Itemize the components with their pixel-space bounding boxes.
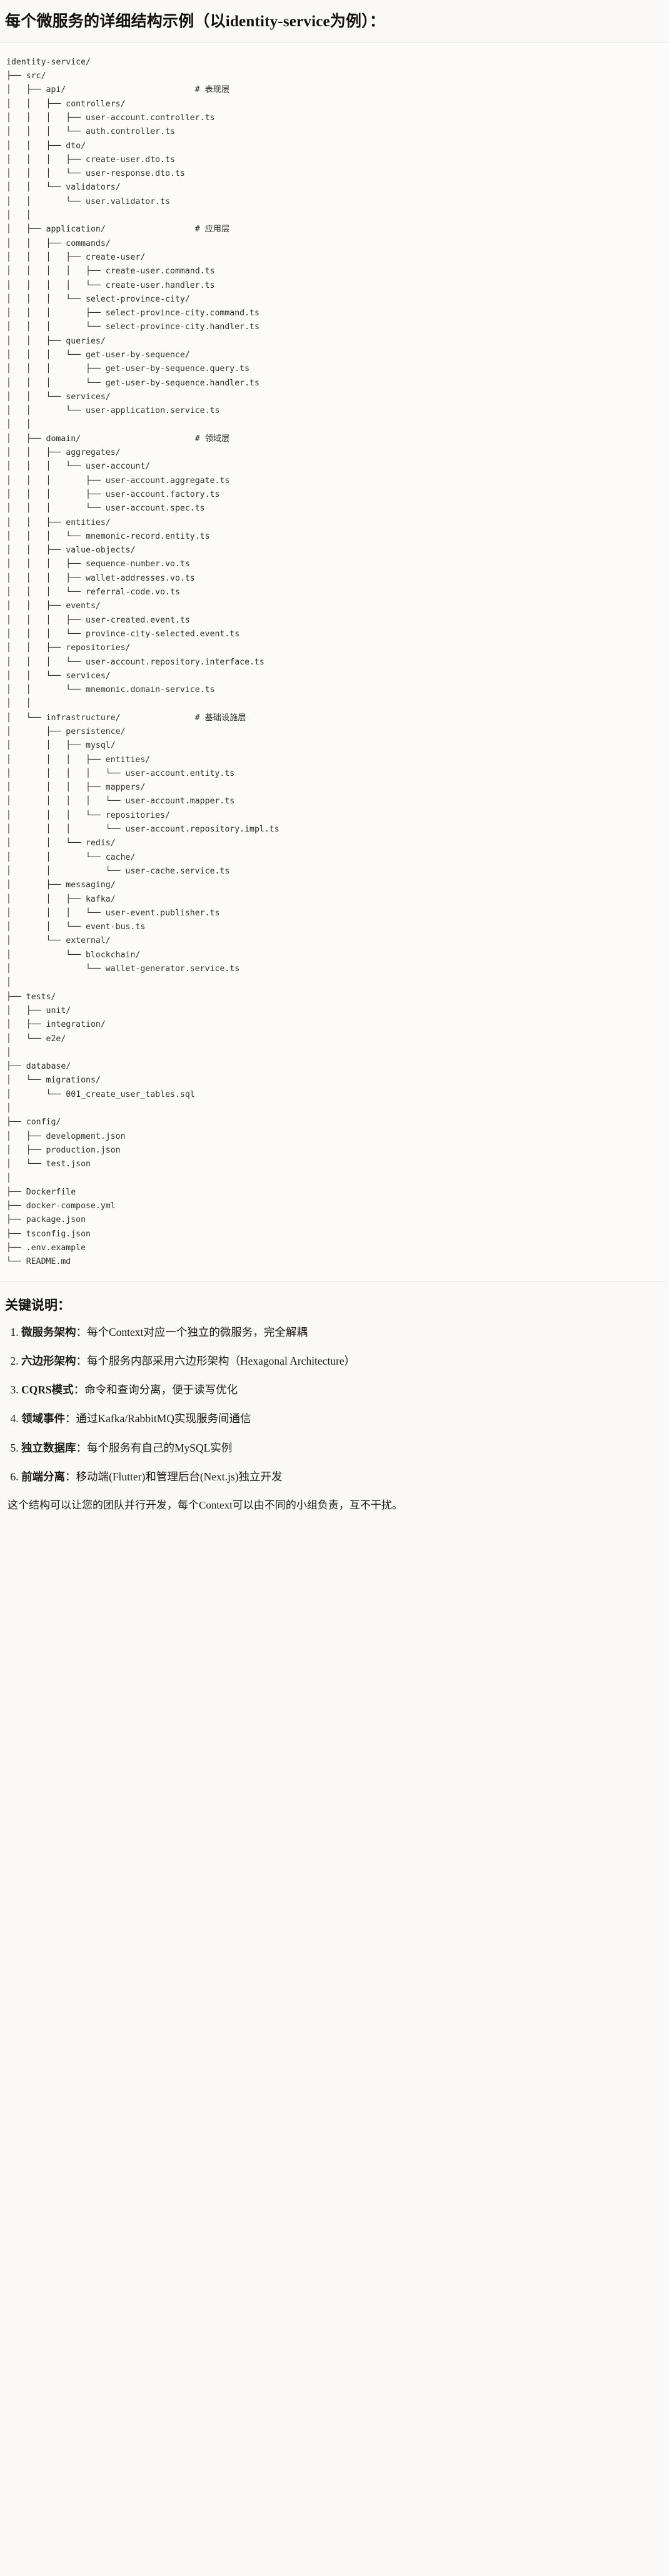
key-point-item: 微服务架构：每个Context对应一个独立的微服务，完全解耦: [21, 1324, 661, 1340]
key-point-item: 独立数据库：每个服务有自己的MySQL实例: [21, 1440, 661, 1456]
key-point-separator: ：: [65, 1470, 76, 1483]
key-point-term: 前端分离: [21, 1470, 65, 1483]
key-point-description: 移动端(Flutter)和管理后台(Next.js)独立开发: [76, 1470, 283, 1483]
key-point-separator: ：: [76, 1354, 88, 1367]
key-points-footer: 这个结构可以让您的团队并行开发，每个Context可以由不同的小组负责，互不干扰…: [8, 1499, 403, 1512]
key-point-separator: ：: [76, 1325, 88, 1338]
directory-tree: identity-service/ ├── src/ │ ├── api/ # …: [6, 57, 279, 1267]
key-point-description: 每个服务内部采用六边形架构（Hexagonal Architecture）: [87, 1354, 356, 1367]
key-points-section: 关键说明： 微服务架构：每个Context对应一个独立的微服务，完全解耦六边形架…: [0, 1281, 669, 1530]
key-point-item: 前端分离：移动端(Flutter)和管理后台(Next.js)独立开发: [21, 1469, 661, 1485]
key-point-term: 领域事件: [21, 1412, 65, 1425]
key-point-item: 六边形架构：每个服务内部采用六边形架构（Hexagonal Architectu…: [21, 1353, 661, 1369]
directory-tree-block: identity-service/ ├── src/ │ ├── api/ # …: [0, 43, 669, 1281]
key-points-title: 关键说明：: [5, 1297, 71, 1313]
key-point-item: CQRS模式：命令和查询分离，便于读写优化: [21, 1382, 661, 1398]
key-point-item: 领域事件：通过Kafka/RabbitMQ实现服务间通信: [21, 1410, 661, 1427]
key-points-list: 微服务架构：每个Context对应一个独立的微服务，完全解耦六边形架构：每个服务…: [5, 1324, 661, 1485]
key-point-separator: ：: [65, 1412, 76, 1425]
key-point-term: CQRS模式: [21, 1383, 74, 1397]
key-point-separator: ：: [76, 1441, 88, 1454]
page-title: 每个微服务的详细结构示例（以identity-service为例）：: [5, 13, 386, 30]
key-point-separator: ：: [73, 1383, 85, 1397]
key-point-description: 通过Kafka/RabbitMQ实现服务间通信: [76, 1412, 251, 1425]
document-page: 每个微服务的详细结构示例（以identity-service为例）： ident…: [0, 0, 669, 1530]
key-point-description: 命令和查询分离，便于读写优化: [84, 1383, 238, 1397]
key-point-term: 六边形架构: [21, 1354, 76, 1367]
key-point-term: 微服务架构: [21, 1325, 76, 1338]
key-point-term: 独立数据库: [21, 1441, 76, 1454]
key-point-description: 每个Context对应一个独立的微服务，完全解耦: [87, 1325, 308, 1338]
key-point-description: 每个服务有自己的MySQL实例: [87, 1441, 233, 1454]
